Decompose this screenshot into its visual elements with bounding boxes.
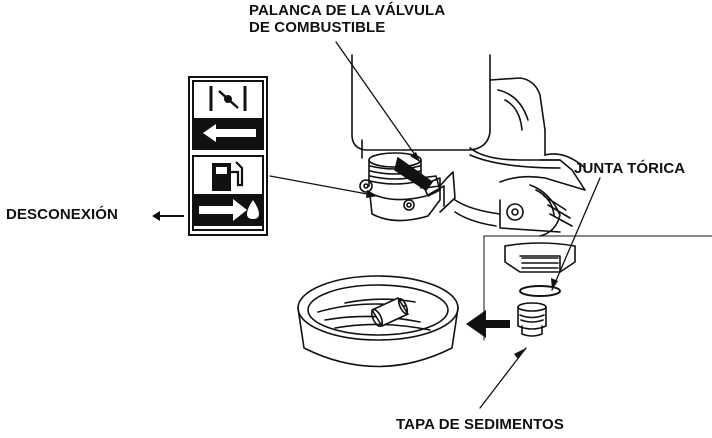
o-ring-label: JUNTA TÓRICA [574, 160, 686, 177]
label-line: DE COMBUSTIBLE [249, 19, 386, 36]
fuel-valve-lever [394, 157, 441, 197]
o-ring [519, 285, 561, 297]
fuel-pump-icon [212, 161, 244, 191]
engine-housing [351, 54, 586, 191]
label-line: PALANCA DE LA VÁLVULA [249, 2, 446, 19]
leader-line-switch [269, 175, 379, 197]
engine-fins [454, 175, 586, 237]
leader-line-lever [335, 41, 421, 163]
cup-in-basin [370, 297, 409, 328]
valve-off-icon [209, 86, 247, 111]
move-to-basin-arrow [466, 310, 510, 338]
disconnection-label: DESCONEXIÓN [6, 206, 118, 223]
sediment-cup [517, 302, 547, 337]
leader-line-o-ring [551, 177, 601, 291]
fuel-switch-placard [188, 76, 268, 236]
arrow-left-icon [152, 211, 184, 221]
fuel-valve-lever-label: PALANCA DE LA VÁLVULA DE COMBUSTIBLE [249, 2, 445, 36]
fuel-valve-body [359, 152, 456, 222]
sediment-cup-assembly [483, 235, 712, 341]
sediment-cup-label: TAPA DE SEDIMENTOS [396, 416, 564, 433]
drain-basin [297, 275, 459, 368]
